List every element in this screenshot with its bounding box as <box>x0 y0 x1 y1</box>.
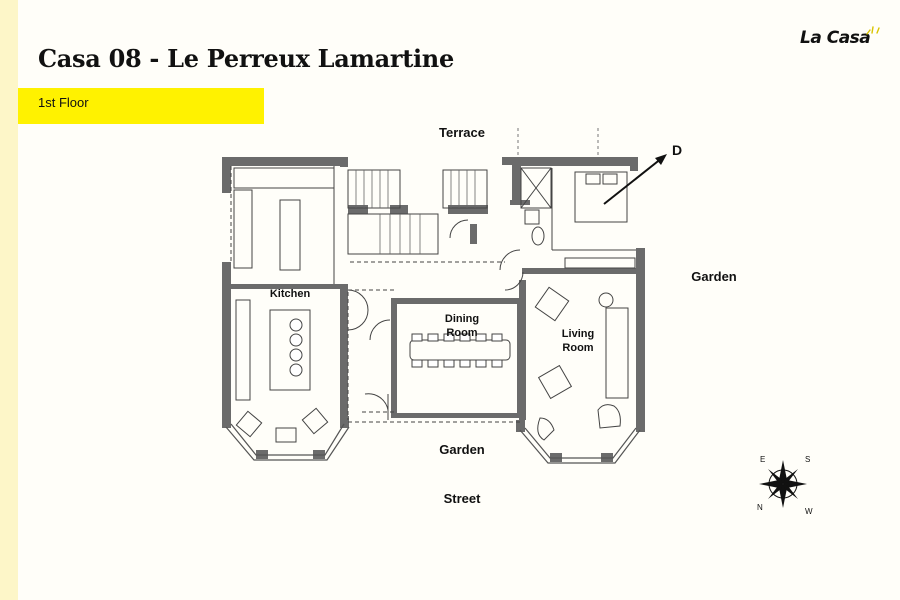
left-accent-strip <box>0 0 18 600</box>
bay-windows <box>225 423 641 464</box>
kitchen-stools <box>289 318 303 377</box>
brand-logo-text: La Casa <box>800 28 871 48</box>
label-garden-front: Garden <box>439 442 485 457</box>
room-label-dining-2: Room <box>446 327 477 339</box>
compass-label-n: N <box>757 503 763 512</box>
brand-logo: La Casa <box>800 26 880 54</box>
terrace-boundary <box>517 128 599 158</box>
entry-marker-label: D <box>672 142 682 158</box>
sun-icon <box>866 26 880 35</box>
room-label-dining-1: Dining <box>445 313 479 325</box>
dining-chairs <box>411 333 503 368</box>
exterior-walls <box>222 157 645 462</box>
compass-icon <box>759 460 807 508</box>
label-street: Street <box>444 491 482 506</box>
label-terrace: Terrace <box>439 125 485 140</box>
compass-label-e: E <box>760 455 765 464</box>
room-label-living-1: Living <box>562 328 594 340</box>
label-garden-right: Garden <box>691 269 737 284</box>
interior-lines <box>230 166 636 443</box>
room-label-living-2: Room <box>562 342 593 354</box>
room-label-kitchen: Kitchen <box>270 288 311 300</box>
stair-treads <box>355 170 476 254</box>
floor-badge-label: 1st Floor <box>38 95 89 110</box>
entry-arrow <box>603 154 667 205</box>
page-title: Casa 08 - Le Perreux Lamartine <box>38 44 454 73</box>
compass-label-w: W <box>805 507 813 516</box>
compass-label-s: S <box>805 455 810 464</box>
floor-badge: 1st Floor <box>18 88 264 124</box>
